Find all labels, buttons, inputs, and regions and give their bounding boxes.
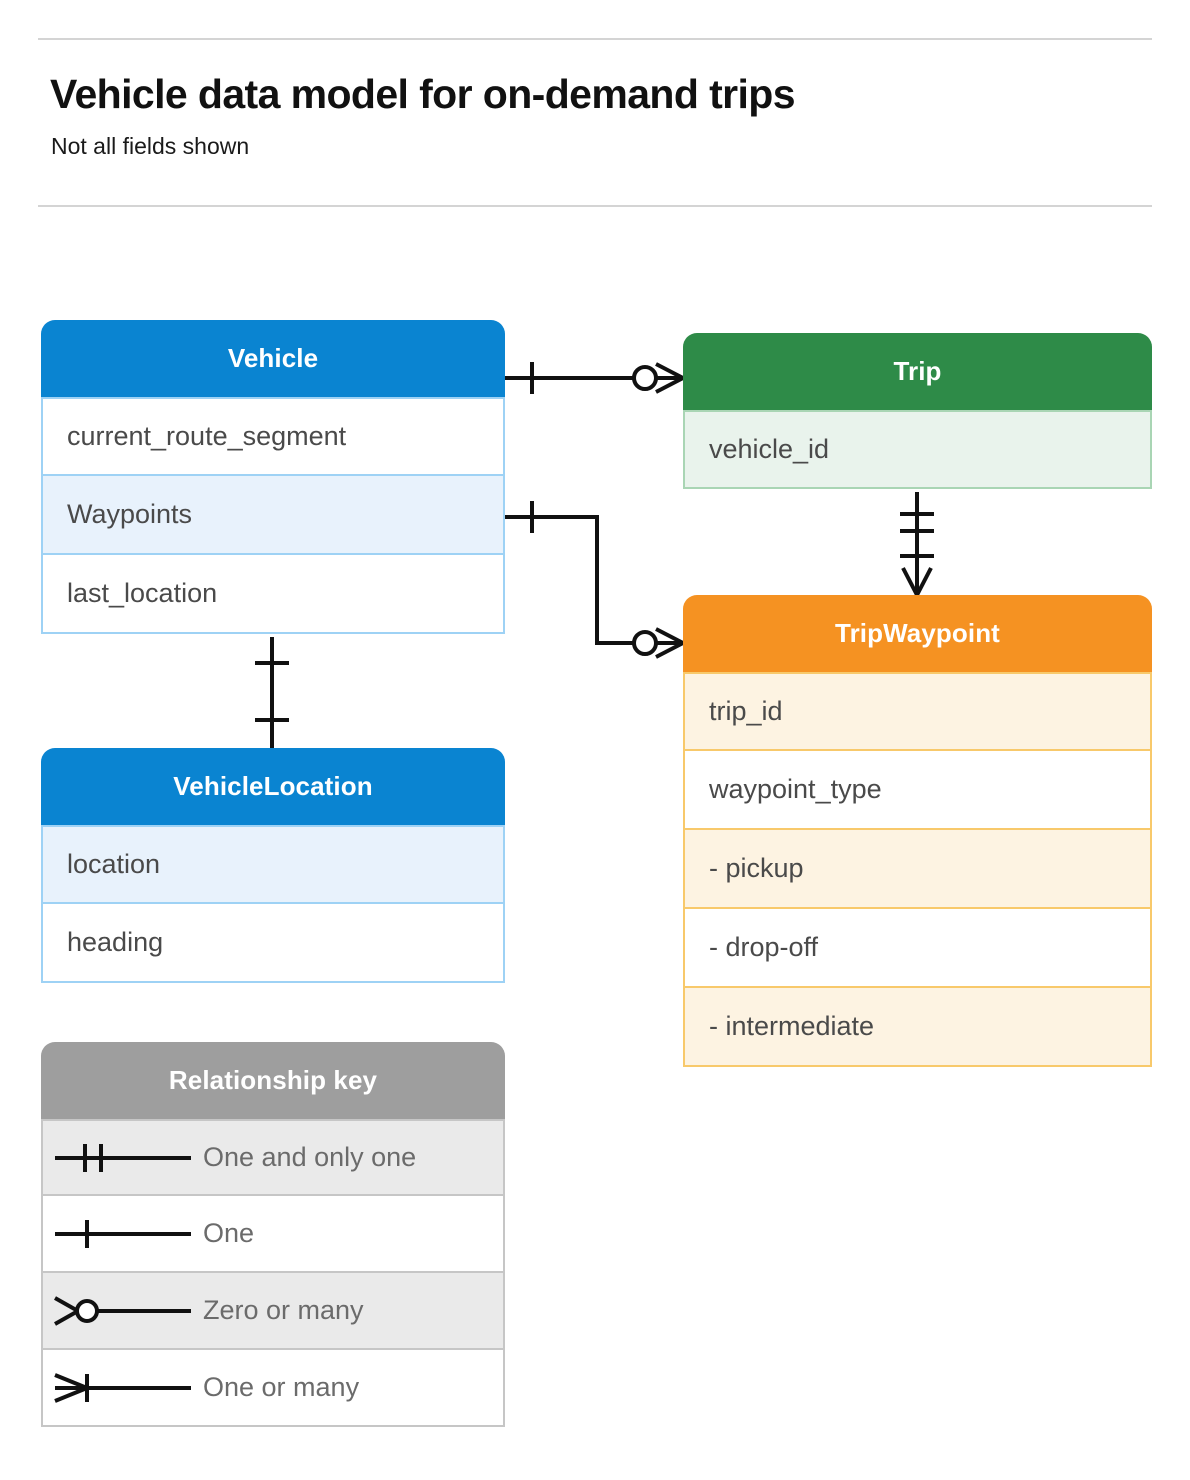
legend-label-zero-or-many: Zero or many: [203, 1295, 364, 1325]
entity-vehiclelocation-field-location[interactable]: location: [41, 825, 505, 904]
page-title: Vehicle data model for on-demand trips: [50, 71, 796, 117]
legend-row-one-and-only-one: One and only one: [41, 1119, 505, 1196]
header-divider-bottom: [38, 205, 1152, 207]
zero-or-many-icon: [43, 1291, 203, 1331]
entity-vehicle-field-current-route-segment[interactable]: current_route_segment: [41, 397, 505, 476]
entity-vehiclelocation-field-heading[interactable]: heading: [41, 904, 505, 983]
entity-trip[interactable]: Trip vehicle_id: [683, 333, 1152, 489]
entity-tripwaypoint-value-pickup[interactable]: - pickup: [683, 830, 1152, 909]
entity-vehicle-field-waypoints[interactable]: Waypoints: [41, 476, 505, 555]
legend-label-one-or-many: One or many: [203, 1372, 360, 1402]
legend-row-one: One: [41, 1196, 505, 1273]
entity-vehicle-title: Vehicle: [41, 320, 505, 397]
entity-tripwaypoint-field-waypoint-type[interactable]: waypoint_type: [683, 751, 1152, 830]
entity-vehiclelocation[interactable]: VehicleLocation location heading: [41, 748, 505, 983]
entity-tripwaypoint-value-intermediate[interactable]: - intermediate: [683, 988, 1152, 1067]
page-subtitle: Not all fields shown: [51, 133, 250, 159]
entity-tripwaypoint-title: TripWaypoint: [683, 595, 1152, 672]
entity-tripwaypoint-value-drop-off[interactable]: - drop-off: [683, 909, 1152, 988]
relationship-key-title: Relationship key: [41, 1042, 505, 1119]
entity-tripwaypoint-field-trip-id[interactable]: trip_id: [683, 672, 1152, 751]
entity-trip-field-vehicle-id[interactable]: vehicle_id: [683, 410, 1152, 489]
legend-row-zero-or-many: Zero or many: [41, 1273, 505, 1350]
one-and-only-one-icon: [43, 1138, 203, 1178]
entity-vehiclelocation-title: VehicleLocation: [41, 748, 505, 825]
legend-label-one: One: [203, 1218, 255, 1248]
entity-vehicle-field-last-location[interactable]: last_location: [41, 555, 505, 634]
legend-row-one-or-many: One or many: [41, 1350, 505, 1427]
legend-label-one-and-only-one: One and only one: [203, 1142, 417, 1172]
one-icon: [43, 1214, 203, 1254]
header-divider-top: [38, 38, 1152, 40]
one-or-many-icon: [43, 1368, 203, 1408]
entity-trip-title: Trip: [683, 333, 1152, 410]
entity-vehicle[interactable]: Vehicle current_route_segment Waypoints …: [41, 320, 505, 634]
relationship-key-legend: Relationship key One and only one One: [41, 1042, 505, 1427]
entity-tripwaypoint[interactable]: TripWaypoint trip_id waypoint_type - pic…: [683, 595, 1152, 1067]
